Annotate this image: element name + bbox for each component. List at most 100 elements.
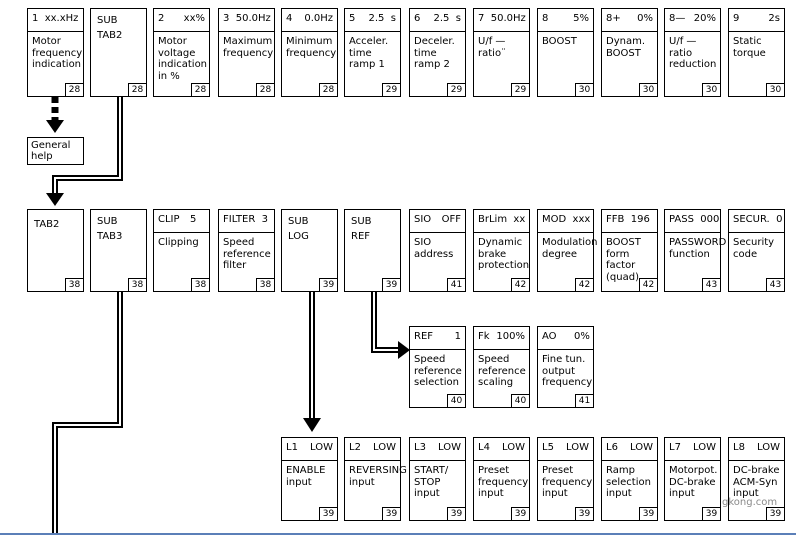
parameter-description: Motorpot. DC-brake input [669,465,718,499]
page-number: 30 [639,83,657,96]
page-number: 28 [256,83,274,96]
parameter-description: SIO address [414,237,454,260]
parameter-code: L8 [733,442,745,453]
sub-label: SUB [97,15,118,26]
parameter-value: 5% [573,13,589,24]
page-number: 38 [191,278,209,291]
page-number: 38 [128,278,146,291]
parameter-code: 8 [542,13,549,24]
parameter-description: U/f — ratio¨ [478,36,507,59]
parameter-code: SECUR. 0 [733,214,783,225]
parameter-value: 100% [496,331,525,342]
parameter-description: U/f — ratio reduction [669,36,717,70]
parameter-description: PASSWORD function [669,237,727,260]
page-number: 39 [319,278,337,291]
page-number: 43 [766,278,784,291]
parameter-value: 5 [190,214,197,225]
menu-box-security-code[interactable]: SECUR. 0 Security code 43 [728,209,785,292]
parameter-code: 5 [349,13,356,24]
parameter-code: L6 [606,442,618,453]
page-number: 29 [447,83,465,96]
page-number: 38 [256,278,274,291]
page-number: 39 [382,507,400,520]
parameter-display: L2 LOW [345,438,400,461]
page-number: 30 [702,83,720,96]
sub-label: SUB [288,216,309,227]
page-number: 30 [766,83,784,96]
parameter-display: PASS 000 [665,210,720,233]
parameter-code: L2 [349,442,361,453]
parameter-display: 1 xx.xHz [28,9,83,32]
parameter-value: 2s [768,13,780,24]
page-number: 28 [319,83,337,96]
parameter-value: LOW [502,442,525,453]
parameter-display: 8—20% [665,9,720,32]
parameter-code: 9 [733,13,740,24]
page-number: 40 [511,394,529,407]
page-number: 28 [128,83,146,96]
page-number: 42 [511,278,529,291]
page-number: 39 [511,507,529,520]
parameter-description: Speed reference filter [223,237,271,271]
parameter-value: 0% [574,331,590,342]
bottom-border [0,533,796,535]
parameter-description: BOOST [542,36,577,47]
parameter-code: MOD xxx [542,214,591,225]
parameter-value: LOW [566,442,589,453]
parameter-code: 6 [414,13,421,24]
page-number: 39 [639,507,657,520]
parameter-description: Maximum frequency [223,36,274,59]
page-number: 42 [575,278,593,291]
sub-label: SUB [97,216,118,227]
menu-box-uf-ratio-reduction[interactable]: 8—20% U/f — ratio reduction 30 [664,8,721,97]
sub-label: SUB [351,216,372,227]
parameter-description: BOOST form factor (quad) [606,237,641,283]
parameter-value: LOW [373,442,396,453]
parameter-value: 20% [693,13,716,24]
general-help-box[interactable]: General help [27,137,84,165]
parameter-code: SIO [414,214,432,225]
page-number: 41 [447,278,465,291]
arrowhead-tab2 [46,193,64,206]
parameter-value: LOW [630,442,653,453]
parameter-description: Security code [733,237,775,260]
